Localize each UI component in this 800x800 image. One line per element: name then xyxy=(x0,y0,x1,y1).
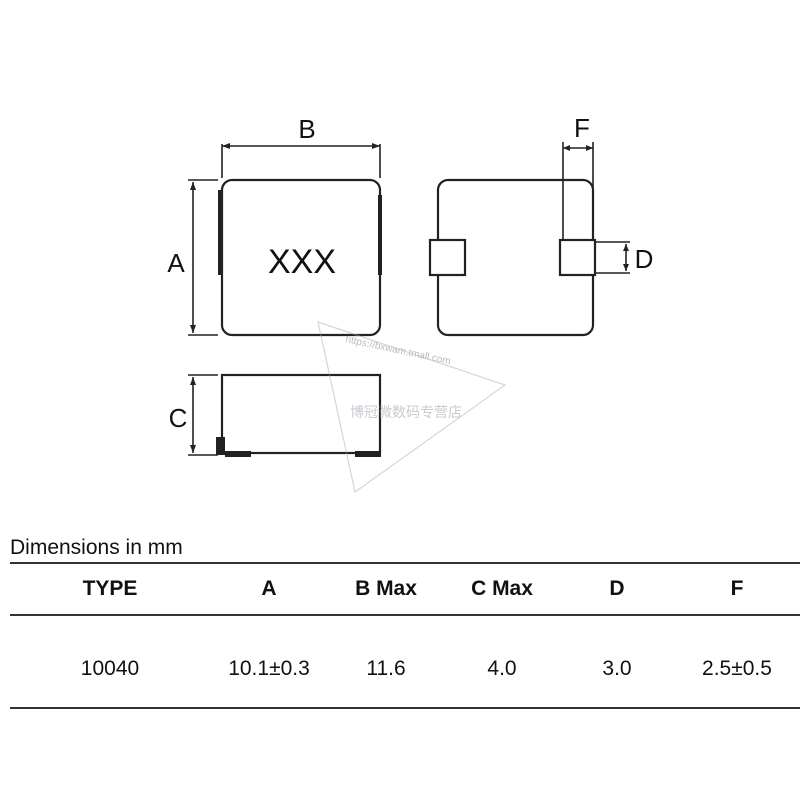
dimension-f-label: F xyxy=(574,113,590,143)
cell-a: 10.1±0.3 xyxy=(210,615,328,709)
dimensions-table: TYPE A B Max C Max D F 10040 10.1±0.3 11… xyxy=(10,562,800,709)
top-view: XXX xyxy=(218,178,382,337)
dimension-a xyxy=(188,179,218,336)
dimension-f xyxy=(562,142,594,240)
dimension-d xyxy=(595,241,630,274)
cell-d: 3.0 xyxy=(560,615,674,709)
cell-b-max: 11.6 xyxy=(328,615,444,709)
front-view-body xyxy=(220,373,382,455)
header-d: D xyxy=(560,562,674,616)
header-b-max: B Max xyxy=(328,562,444,616)
dimension-b-label: B xyxy=(298,114,315,144)
table-caption: Dimensions in mm xyxy=(10,536,183,559)
right-terminal-edge xyxy=(378,195,382,275)
inductor-dimension-drawing: XXX B A F D xyxy=(167,113,654,494)
front-bottom-pad-right xyxy=(355,451,381,457)
left-pad xyxy=(428,238,467,277)
watermark-url: https://bxwam.tmall.com xyxy=(344,334,451,367)
front-bottom-pad-left xyxy=(225,451,251,457)
table-header-row: TYPE A B Max C Max D F xyxy=(10,562,800,616)
front-left-terminal xyxy=(216,437,225,455)
header-type: TYPE xyxy=(10,562,210,616)
table-row: 10040 10.1±0.3 11.6 4.0 3.0 2.5±0.5 xyxy=(10,615,800,709)
watermark-store: 博冠微数码专营店 xyxy=(350,404,462,421)
left-terminal-edge xyxy=(218,190,223,275)
right-pad xyxy=(558,238,597,277)
watermark: https://bxwam.tmall.com 博冠微数码专营店 xyxy=(317,321,507,494)
dimension-d-label: D xyxy=(635,244,654,274)
cell-type: 10040 xyxy=(10,615,210,709)
cell-f: 2.5±0.5 xyxy=(674,615,800,709)
header-a: A xyxy=(210,562,328,616)
dimension-c xyxy=(188,374,218,456)
dimension-b xyxy=(221,143,381,178)
dimension-c-label: C xyxy=(169,403,188,433)
marking-text: XXX xyxy=(268,243,336,281)
header-c-max: C Max xyxy=(444,562,560,616)
dimension-a-label: A xyxy=(167,248,185,278)
header-f: F xyxy=(674,562,800,616)
cell-c-max: 4.0 xyxy=(444,615,560,709)
side-view xyxy=(428,178,597,337)
front-view xyxy=(216,373,382,457)
